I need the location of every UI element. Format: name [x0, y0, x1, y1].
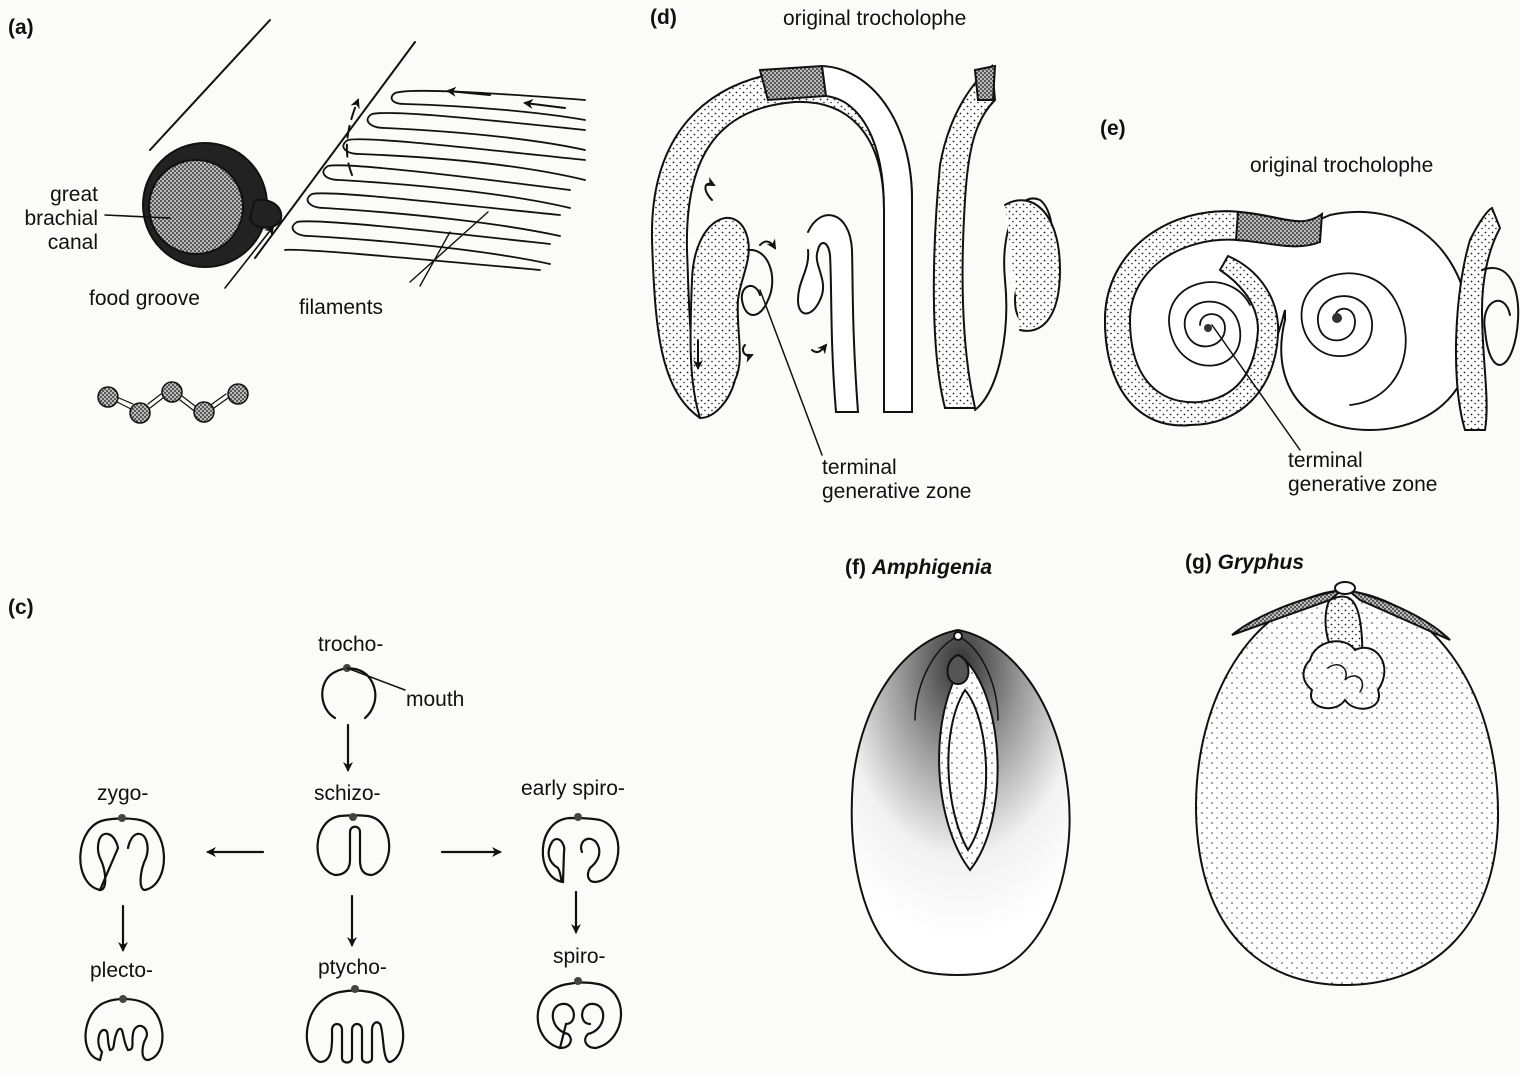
label-mouth: mouth — [406, 688, 464, 712]
label-d-terminal: terminal — [822, 456, 971, 480]
great-brachial-canal — [149, 160, 243, 254]
panel-label-e: (e) — [1100, 117, 1126, 141]
label-schizo: schizo- — [314, 782, 381, 806]
d-original-trocholophe — [760, 66, 826, 100]
d-left-loop — [690, 218, 748, 418]
genus-amphigenia: Amphigenia — [872, 556, 992, 579]
leader-filaments-1 — [410, 212, 488, 282]
label-food-groove: food groove — [89, 287, 200, 311]
gryphus-loop — [1304, 641, 1385, 708]
plectolophe-shape — [86, 999, 163, 1060]
label-d-original-trocholophe: original trocholophe — [783, 7, 966, 31]
zygolophe-shape — [80, 819, 164, 891]
label-trocho: trocho- — [318, 633, 383, 657]
label-canal: canal — [6, 231, 98, 255]
label-d-terminal-generative-zone: terminal generative zone — [822, 456, 971, 504]
panel-d-drawing — [652, 66, 1060, 455]
filaments — [285, 91, 585, 270]
panel-title-g: (g) Gryphus — [1185, 551, 1304, 575]
label-e-terminal-generative-zone: terminal generative zone — [1288, 449, 1437, 497]
spirolophe-shape — [538, 983, 621, 1049]
panel-label-g: (g) — [1185, 551, 1212, 574]
arm-edge-upper — [150, 20, 270, 150]
label-filaments: filaments — [299, 296, 383, 320]
label-e-generative-zone: generative zone — [1288, 473, 1437, 497]
ptycholophe-shape — [307, 991, 403, 1063]
arm-edge-lower — [255, 42, 415, 258]
label-great: great — [6, 183, 98, 207]
early-spirolophe-shape — [543, 818, 619, 882]
panel-a-drawing — [98, 20, 585, 423]
amphigenia-septum — [948, 655, 969, 684]
d-middle-loop — [798, 215, 858, 412]
panel-f-drawing — [852, 630, 1070, 975]
genus-gryphus: Gryphus — [1218, 551, 1304, 574]
e-original-trocholophe — [1236, 212, 1322, 246]
label-d-generative-zone: generative zone — [822, 480, 971, 504]
panel-title-f: (f) Amphigenia — [845, 556, 992, 580]
label-e-original-trocholophe: original trocholophe — [1250, 154, 1433, 178]
leader-mouth — [347, 668, 405, 690]
panel-g-drawing — [1196, 582, 1498, 985]
food-groove-lip — [250, 200, 281, 228]
label-e-terminal: terminal — [1288, 449, 1437, 473]
d-right-limb — [934, 66, 995, 408]
label-spiro: spiro- — [553, 945, 606, 969]
panel-e-drawing — [1105, 208, 1518, 450]
panel-label-c: (c) — [8, 596, 34, 620]
panel-label-d: (d) — [650, 6, 677, 30]
label-ptycho: ptycho- — [318, 956, 387, 980]
panel-c-drawing — [80, 664, 621, 1063]
schizolophe-shape — [318, 815, 390, 875]
label-brachial: brachial — [6, 207, 98, 231]
panel-label-a: (a) — [8, 16, 34, 40]
filament-cross-section — [98, 382, 248, 423]
e-right-limb — [1456, 208, 1500, 430]
label-early-spiro: early spiro- — [521, 777, 625, 801]
label-great-brachial-canal: great brachial canal — [6, 183, 98, 255]
label-zygo: zygo- — [97, 782, 148, 806]
gryphus-foramen — [1335, 582, 1355, 594]
label-plecto: plecto- — [90, 959, 153, 983]
panel-label-f: (f) — [845, 556, 866, 579]
leader-d-terminal — [760, 290, 822, 455]
